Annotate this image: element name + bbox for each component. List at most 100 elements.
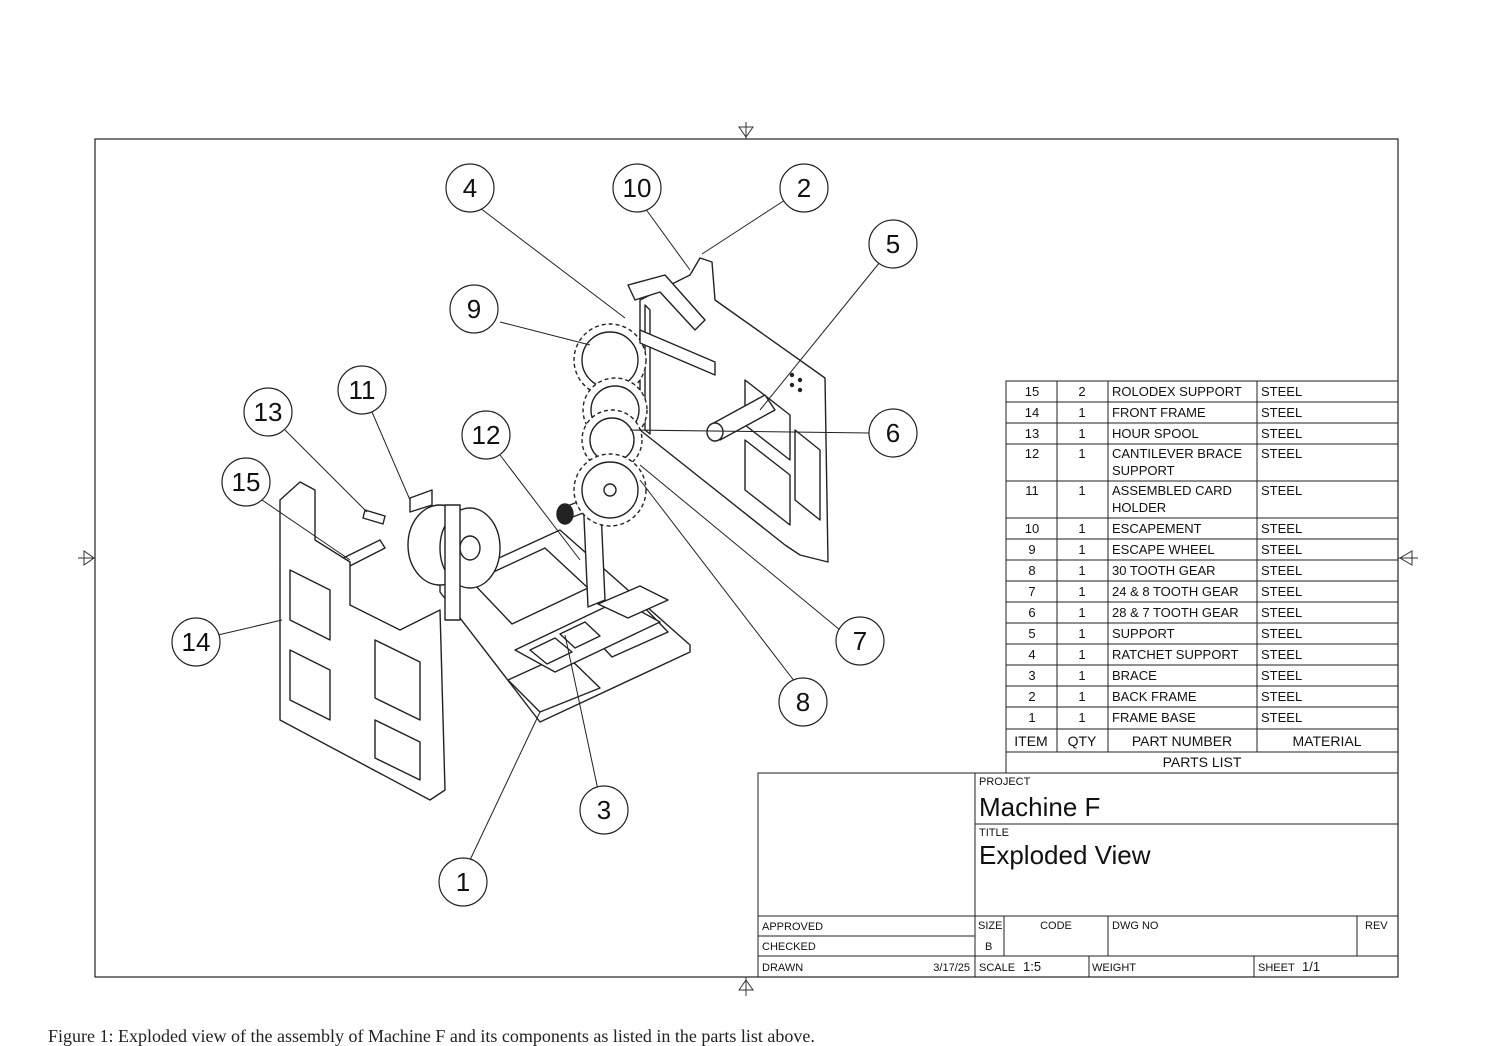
svg-text:RATCHET SUPPORT: RATCHET SUPPORT: [1112, 647, 1238, 662]
svg-text:13: 13: [1025, 426, 1039, 441]
balloon-8: 8: [778, 677, 828, 727]
svg-text:ROLODEX SUPPORT: ROLODEX SUPPORT: [1112, 384, 1242, 399]
svg-text:1: 1: [1078, 689, 1085, 704]
svg-text:5: 5: [1028, 626, 1035, 641]
balloon-14: 14: [171, 617, 221, 667]
parts-row-8: 8 1 30 TOOTH GEAR STEEL: [1028, 563, 1302, 578]
parts-row-2: 2 1 BACK FRAME STEEL: [1028, 689, 1302, 704]
hour-spool-part: [362, 509, 386, 525]
size-value: B: [985, 941, 992, 953]
svg-text:SUPPORT: SUPPORT: [1112, 626, 1175, 641]
code-label: CODE: [1040, 920, 1072, 932]
balloon-15: 15: [221, 457, 271, 507]
svg-text:9: 9: [467, 294, 481, 324]
svg-text:QTY: QTY: [1068, 733, 1097, 749]
parts-row-10: 10 1 ESCAPEMENT STEEL: [1025, 521, 1302, 536]
scale-value: 1:5: [1023, 959, 1041, 974]
balloon-9: 9: [449, 284, 499, 334]
parts-row-12: 12 1 CANTILEVER BRACE SUPPORT STEEL: [1025, 446, 1302, 478]
svg-text:SUPPORT: SUPPORT: [1112, 463, 1175, 478]
svg-text:HOLDER: HOLDER: [1112, 500, 1166, 515]
svg-text:1: 1: [1078, 710, 1085, 725]
svg-text:CANTILEVER BRACE: CANTILEVER BRACE: [1112, 446, 1242, 461]
title-block: PROJECT Machine F TITLE Exploded View AP…: [757, 772, 1399, 978]
svg-text:1: 1: [1078, 521, 1085, 536]
svg-text:15: 15: [1025, 384, 1039, 399]
svg-text:3: 3: [1028, 668, 1035, 683]
svg-text:7: 7: [1028, 584, 1035, 599]
title-value: Exploded View: [979, 840, 1151, 870]
svg-text:2: 2: [1078, 384, 1085, 399]
svg-text:FRONT FRAME: FRONT FRAME: [1112, 405, 1206, 420]
svg-text:STEEL: STEEL: [1261, 647, 1302, 662]
size-label: SIZE: [978, 920, 1002, 932]
svg-text:STEEL: STEEL: [1261, 542, 1302, 557]
svg-text:30 TOOTH GEAR: 30 TOOTH GEAR: [1112, 563, 1216, 578]
leader-lines: [217, 199, 881, 861]
svg-text:STEEL: STEEL: [1261, 710, 1302, 725]
balloon-13: 13: [243, 387, 293, 437]
balloon-12: 12: [461, 410, 511, 460]
svg-text:BRACE: BRACE: [1112, 668, 1157, 683]
svg-text:7: 7: [853, 626, 867, 656]
svg-text:STEEL: STEEL: [1261, 483, 1302, 498]
balloon-3: 3: [579, 785, 629, 835]
parts-row-11: 11 1 ASSEMBLED CARD HOLDER STEEL: [1025, 483, 1302, 515]
svg-text:1: 1: [1028, 710, 1035, 725]
svg-text:10: 10: [623, 173, 652, 203]
balloon-7: 7: [835, 616, 885, 666]
svg-text:HOUR SPOOL: HOUR SPOOL: [1112, 426, 1199, 441]
parts-row-5: 5 1 SUPPORT STEEL: [1028, 626, 1302, 641]
svg-text:1: 1: [1078, 584, 1085, 599]
svg-text:ESCAPEMENT: ESCAPEMENT: [1112, 521, 1202, 536]
support-part: [706, 394, 776, 442]
svg-text:1: 1: [1078, 483, 1085, 498]
scale-label: SCALE: [979, 962, 1015, 974]
svg-text:4: 4: [1028, 647, 1035, 662]
svg-text:8: 8: [796, 687, 810, 717]
parts-list: 15 2 ROLODEX SUPPORT STEEL 14 1 FRONT FR…: [1005, 380, 1399, 774]
svg-text:1: 1: [1078, 668, 1085, 683]
svg-text:1: 1: [1078, 426, 1085, 441]
escapement-part: [627, 274, 706, 331]
svg-text:12: 12: [1025, 446, 1039, 461]
parts-row-13: 13 1 HOUR SPOOL STEEL: [1025, 426, 1302, 441]
svg-text:2: 2: [1028, 689, 1035, 704]
drawn-label: DRAWN: [762, 962, 803, 974]
svg-text:3: 3: [597, 795, 611, 825]
svg-text:PART NUMBER: PART NUMBER: [1132, 733, 1232, 749]
approved-label: APPROVED: [762, 921, 823, 933]
parts-row-3: 3 1 BRACE STEEL: [1028, 668, 1302, 683]
balloon-6: 6: [868, 408, 918, 458]
svg-text:1: 1: [1078, 605, 1085, 620]
svg-text:ESCAPE WHEEL: ESCAPE WHEEL: [1112, 542, 1215, 557]
figure-caption: Figure 1: Exploded view of the assembly …: [48, 1026, 815, 1046]
svg-text:2: 2: [797, 173, 811, 203]
svg-text:STEEL: STEEL: [1261, 605, 1302, 620]
parts-list-header: ITEM QTY PART NUMBER MATERIAL: [1014, 733, 1361, 749]
weight-label: WEIGHT: [1092, 962, 1136, 974]
svg-text:10: 10: [1025, 521, 1039, 536]
svg-text:STEEL: STEEL: [1261, 521, 1302, 536]
drawn-date: 3/17/25: [933, 962, 970, 974]
svg-text:1: 1: [1078, 405, 1085, 420]
svg-text:STEEL: STEEL: [1261, 405, 1302, 420]
svg-text:STEEL: STEEL: [1261, 446, 1302, 461]
svg-text:ASSEMBLED CARD: ASSEMBLED CARD: [1112, 483, 1232, 498]
parts-row-9: 9 1 ESCAPE WHEEL STEEL: [1028, 542, 1302, 557]
svg-text:11: 11: [349, 375, 376, 405]
svg-text:STEEL: STEEL: [1261, 426, 1302, 441]
svg-text:1: 1: [1078, 446, 1085, 461]
svg-text:13: 13: [254, 397, 283, 427]
svg-text:11: 11: [1025, 483, 1039, 498]
svg-text:STEEL: STEEL: [1261, 384, 1302, 399]
parts-row-14: 14 1 FRONT FRAME STEEL: [1025, 405, 1302, 420]
title-label: TITLE: [979, 827, 1009, 839]
svg-text:BACK FRAME: BACK FRAME: [1112, 689, 1197, 704]
svg-text:6: 6: [886, 418, 900, 448]
centering-marks: [78, 122, 1418, 996]
sheet-value: 1/1: [1302, 959, 1320, 974]
svg-text:ITEM: ITEM: [1014, 733, 1047, 749]
svg-text:STEEL: STEEL: [1261, 689, 1302, 704]
svg-text:1: 1: [1078, 626, 1085, 641]
